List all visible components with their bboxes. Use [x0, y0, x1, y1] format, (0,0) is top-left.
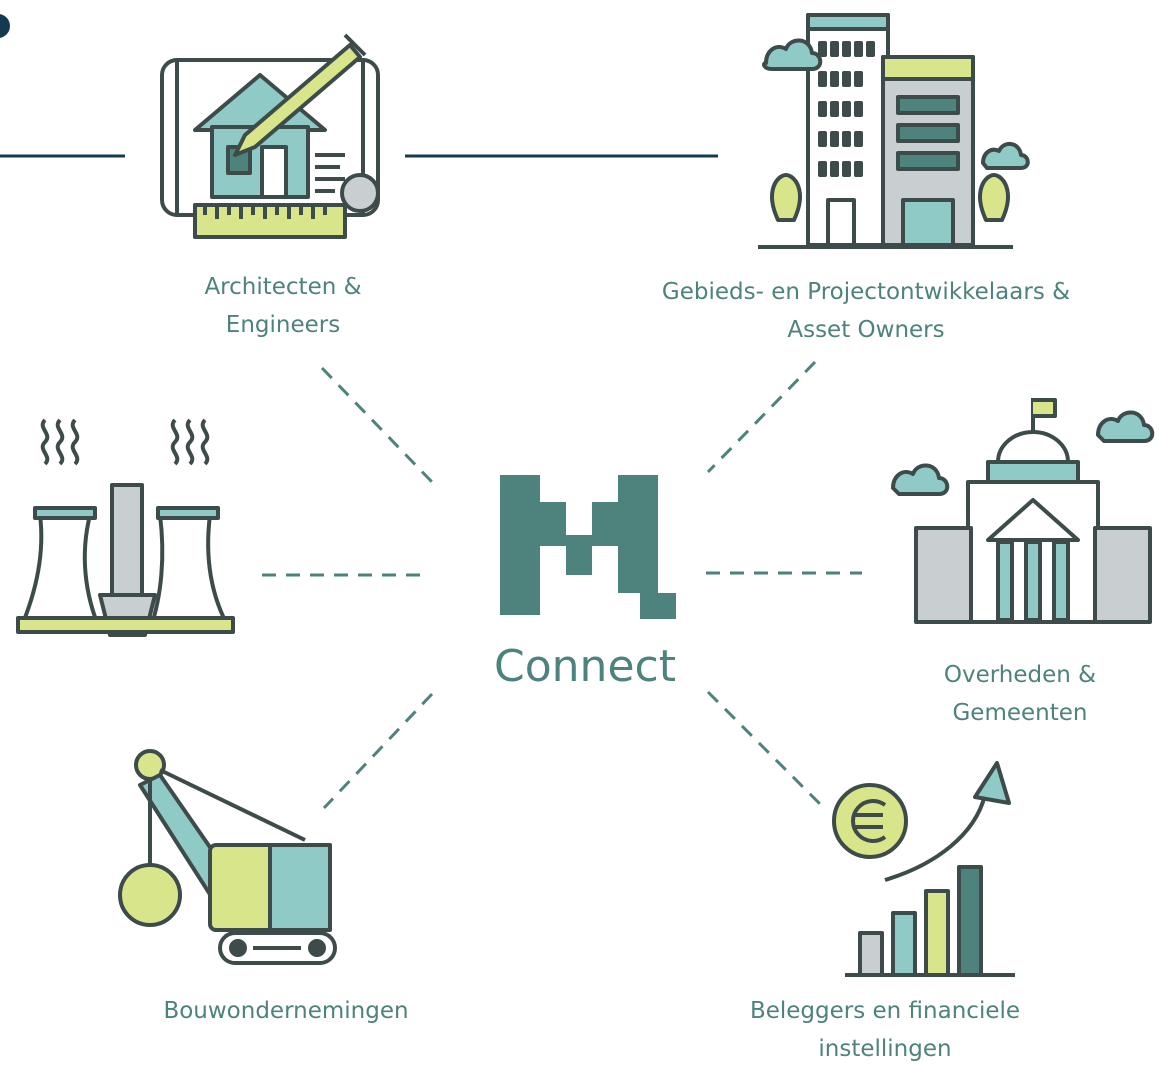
label-developers: Gebieds- en Projectontwikkelaars & Asset… — [596, 273, 1136, 349]
label-investors: Beleggers en financiele instellingen — [700, 992, 1070, 1068]
label-architects-line1: Architecten & — [204, 274, 362, 300]
label-government-line1: Overheden & — [943, 662, 1097, 688]
label-government: Overheden & Gemeenten — [910, 656, 1130, 732]
top-connector — [0, 14, 718, 158]
power-plant-icon — [16, 418, 235, 637]
spoke-architects — [320, 366, 434, 484]
label-construction: Bouwondernemingen — [126, 992, 446, 1030]
hub — [490, 470, 690, 710]
spoke-investors — [706, 690, 824, 808]
label-construction-line1: Bouwondernemingen — [163, 998, 409, 1024]
label-investors-line2: instellingen — [818, 1036, 952, 1062]
label-architects: Architecten & Engineers — [183, 268, 383, 344]
label-developers-line2: Asset Owners — [787, 317, 945, 343]
m-logo-icon — [500, 475, 676, 619]
blueprint-house-icon — [160, 33, 380, 239]
euro-growth-chart-icon — [832, 761, 1015, 977]
office-buildings-icon — [758, 13, 1030, 249]
crane-wrecking-ball-icon — [118, 749, 337, 965]
connector-endpoint-dot — [0, 14, 10, 38]
spoke-construction — [322, 692, 434, 810]
government-building-icon — [891, 398, 1155, 624]
label-investors-line1: Beleggers en financiele — [749, 998, 1021, 1024]
label-government-line2: Gemeenten — [952, 700, 1088, 726]
label-architects-line2: Engineers — [225, 312, 341, 338]
label-developers-line1: Gebieds- en Projectontwikkelaars & — [661, 279, 1071, 305]
spoke-developers — [706, 360, 817, 474]
hub-label: Connect — [494, 641, 676, 692]
